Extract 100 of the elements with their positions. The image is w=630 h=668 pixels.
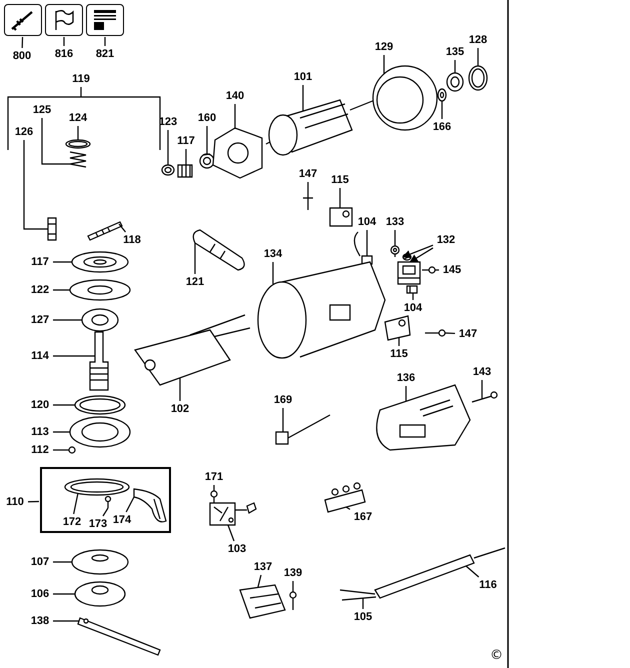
bearing-drawing [446,72,464,92]
leader-line [73,492,79,514]
leader-line [213,485,215,491]
leader-line [307,182,309,198]
leader-line [435,269,439,271]
nut-drawing [161,164,175,176]
cord-drawing [374,547,506,599]
callout-number: 116 [476,578,500,592]
icon-frame [45,4,83,36]
callout-number: 119 [69,72,93,86]
leader-line [362,598,364,609]
callout-number: 166 [430,120,454,134]
leader-line [179,378,181,401]
clip-drawing [239,584,286,619]
leader-line [257,574,262,588]
copyright-mark: © [490,648,503,663]
gear-drawing [177,164,193,178]
screw-drawing [210,490,218,503]
leader-line [282,408,284,432]
leader-line [441,101,443,119]
leader-line [405,386,407,401]
callout-number: 101 [291,70,315,84]
callout-number: 107 [28,555,52,569]
leader-line [53,404,75,406]
callout-number: 114 [28,349,52,363]
leader-line [394,230,396,246]
bearing-plate-drawing [212,127,263,179]
screw-drawing [302,197,314,211]
pin-drawing [47,217,57,241]
stator-drawing [134,314,251,386]
callout-number: 145 [440,263,464,277]
callout-number: 134 [261,247,285,261]
callout-number: 113 [28,425,52,439]
ring-drawing [74,395,126,415]
screw-drawing [422,266,436,274]
screw-drawing [104,496,112,508]
plate-drawing [384,315,411,341]
callout-number: 816 [52,47,76,61]
leader-line [53,449,62,451]
leader-line [339,188,341,208]
leader-line [53,289,70,291]
callout-number: 137 [251,560,275,574]
bearing-housing-drawing [69,416,131,448]
callout-number: 102 [168,402,192,416]
callout-number: 124 [66,111,90,125]
bushing-drawing [199,153,215,169]
callout-number: 121 [183,275,207,289]
icon-frame [4,4,42,36]
screw-drawing [289,591,297,610]
leader-line [444,332,456,334]
callout-number: 139 [281,566,305,580]
leader-line [102,508,108,516]
clamp-drawing [64,478,130,496]
side-handle-drawing [192,229,245,271]
callout-number: 104 [355,215,379,229]
motor-housing-drawing [257,261,386,359]
leader-line [53,319,82,321]
leader-line [53,620,79,622]
group-frame [40,467,171,533]
plate-drawing [329,207,353,227]
leader-line [53,561,72,563]
sleeve-drawing [468,65,488,91]
leader-line [53,355,95,357]
callout-number: 126 [12,125,36,139]
callout-number: 105 [351,610,375,624]
leader-line [292,581,294,592]
wrench-drawing [77,617,161,656]
cover-drawing [376,384,471,451]
callout-number: 136 [394,371,418,385]
leader-line [28,500,40,502]
leader-line [383,55,385,74]
callout-number: 132 [434,233,458,247]
wire-drawing [339,589,377,601]
leader-line [412,293,414,300]
guard-drawing [133,488,167,522]
leader-line [77,126,79,140]
brush-holder-drawing [397,261,421,285]
leader-line [477,48,479,66]
callout-number: 123 [156,115,180,129]
leader-line [22,36,24,48]
brush-drawing [406,285,418,294]
leader-line [466,566,480,578]
callout-number: 125 [30,103,54,117]
callout-number: 118 [120,233,144,247]
connector-drawing [275,414,331,445]
leader-line [346,506,350,510]
leader-line [41,118,70,165]
callout-number: 800 [10,49,34,63]
leader-line [80,87,82,97]
leader-line [53,593,75,595]
leader-line [366,230,368,256]
leader-line [398,337,400,346]
screw-drawing [62,446,76,454]
leader-line [118,224,126,232]
leader-line [167,130,169,165]
callout-number: 172 [60,515,84,529]
callout-number: 110 [3,495,27,509]
callout-number: 147 [456,327,480,341]
leader-line [185,149,187,165]
flange-drawing [69,279,131,301]
